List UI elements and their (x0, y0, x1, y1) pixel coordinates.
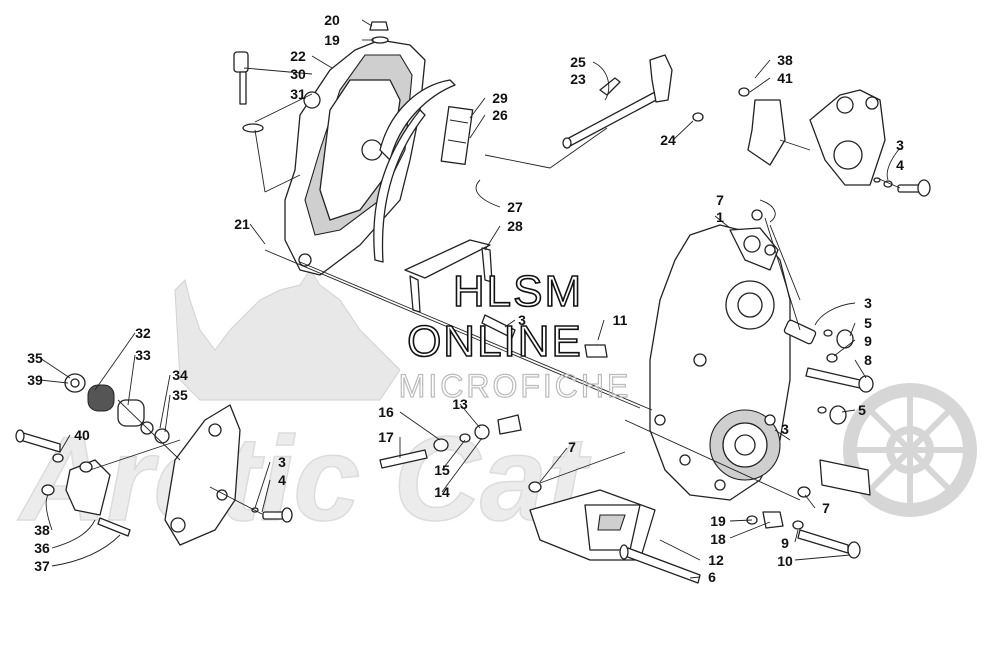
watermark-line1: HLSM (453, 267, 583, 316)
callout-37: 37 (34, 558, 50, 574)
tensioner-bracket (404, 239, 493, 313)
callout-36: 36 (34, 540, 50, 556)
callout-18: 18 (710, 531, 726, 547)
callout-17: 17 (378, 429, 394, 445)
callout-21: 21 (234, 216, 250, 232)
watermark-line2: ONLINE (407, 317, 583, 366)
ghost-logo-text: Arctic Cat (17, 412, 592, 546)
callout-27: 27 (507, 199, 523, 215)
callout-3: 3 (864, 295, 872, 311)
chaincase-cover (284, 39, 426, 276)
callout-35: 35 (27, 350, 43, 366)
callout-40: 40 (74, 427, 90, 443)
callout-24: 24 (660, 132, 676, 148)
upper-right-cover (738, 87, 931, 197)
callout-41: 41 (777, 70, 793, 86)
callout-35: 35 (172, 387, 188, 403)
callout-31: 31 (290, 86, 306, 102)
callout-38: 38 (34, 522, 50, 538)
middle-fasteners (379, 314, 522, 469)
callout-7: 7 (716, 192, 724, 208)
callout-5: 5 (864, 315, 872, 331)
callout-32: 32 (135, 325, 151, 341)
skid-plate (528, 481, 701, 584)
ghost-logo: Arctic Cat (16, 269, 977, 547)
callout-30: 30 (290, 66, 306, 82)
callout-4: 4 (278, 472, 286, 488)
dipstick (233, 51, 264, 133)
callout-16: 16 (378, 404, 394, 420)
callout-9: 9 (864, 333, 872, 349)
callout-3: 3 (896, 137, 904, 153)
watermark-line3: MICROFICHE (399, 368, 632, 404)
leader-lines (89, 127, 901, 515)
callout-3: 3 (781, 421, 789, 437)
callout-3: 3 (518, 312, 526, 328)
callout-12: 12 (708, 552, 724, 568)
callout-19: 19 (324, 32, 340, 48)
watermark: HLSM ONLINE MICROFICHE (398, 266, 632, 404)
callout-10: 10 (777, 553, 793, 569)
callout-28: 28 (507, 218, 523, 234)
callout-5: 5 (858, 402, 866, 418)
callout-34: 34 (172, 367, 188, 383)
callout-23: 23 (570, 71, 586, 87)
callout-3: 3 (278, 454, 286, 470)
callout-7: 7 (822, 500, 830, 516)
callout-33: 33 (135, 347, 151, 363)
callout-15: 15 (434, 462, 450, 478)
callout-8: 8 (864, 352, 872, 368)
callout-39: 39 (27, 372, 43, 388)
fill-plug (369, 21, 389, 44)
chain-guide (373, 79, 474, 263)
gearcase-housing (649, 209, 791, 501)
shift-shaft (562, 54, 704, 149)
callout-13: 13 (452, 396, 468, 412)
callout-38: 38 (777, 52, 793, 68)
callout-14: 14 (434, 484, 450, 500)
callout-11: 11 (613, 312, 628, 328)
callout-1: 1 (716, 209, 724, 225)
callout-6: 6 (708, 569, 716, 585)
callout-leaders (39, 19, 901, 579)
callout-22: 22 (290, 48, 306, 64)
callout-9: 9 (781, 535, 789, 551)
callout-26: 26 (492, 107, 508, 123)
callout-numbers: 20 19 22 30 31 25 23 24 29 26 27 28 21 3… (27, 12, 904, 585)
callout-25: 25 (570, 54, 586, 70)
callout-4: 4 (896, 157, 904, 173)
callout-20: 20 (324, 12, 340, 28)
callout-29: 29 (492, 90, 508, 106)
callout-19: 19 (710, 513, 726, 529)
callout-7: 7 (568, 439, 576, 455)
